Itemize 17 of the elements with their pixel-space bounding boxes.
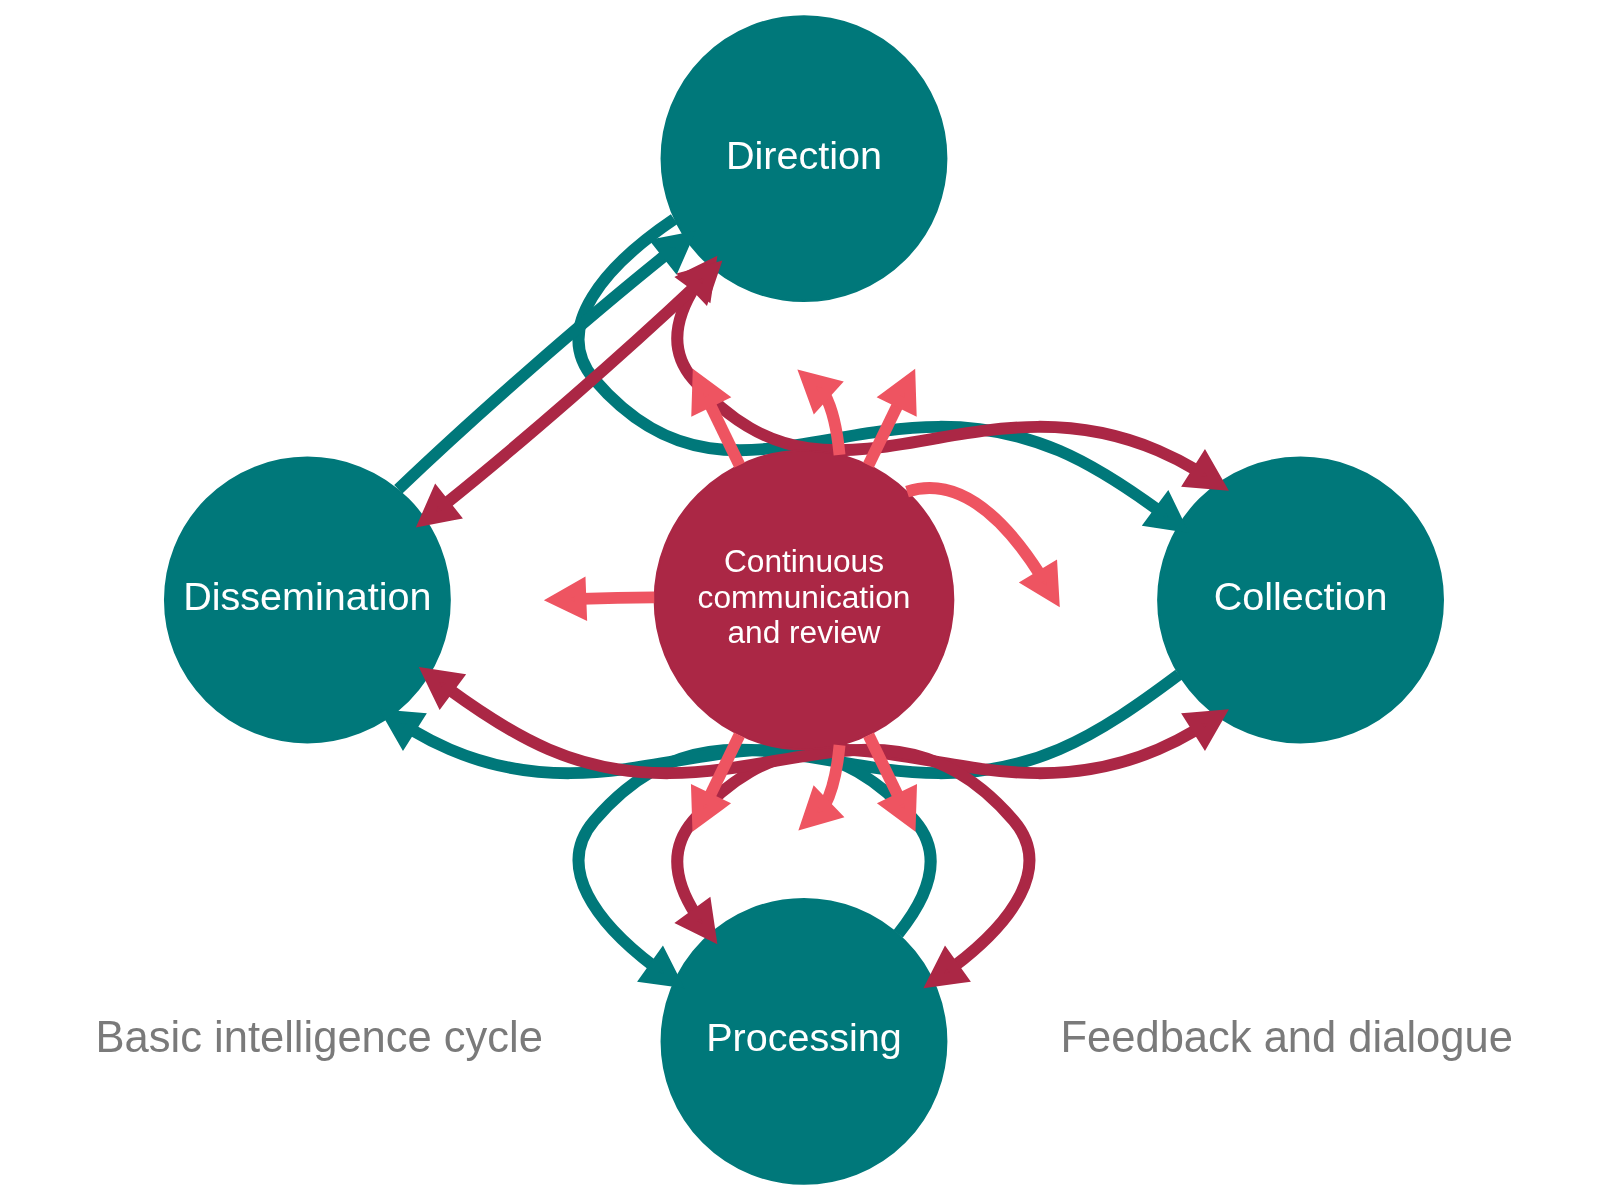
arrow bbox=[797, 744, 845, 831]
arrow bbox=[543, 576, 654, 621]
arrow bbox=[418, 666, 1035, 989]
arrow bbox=[572, 669, 1182, 989]
arrow bbox=[670, 709, 1229, 945]
arrow bbox=[905, 482, 1060, 608]
arrow bbox=[796, 369, 845, 456]
arrow bbox=[862, 368, 917, 468]
node-circle: Collection bbox=[1156, 456, 1444, 744]
legend-label: Basic intelligence cycle bbox=[95, 1013, 543, 1062]
legend-label: Feedback and dialogue bbox=[1059, 1013, 1513, 1062]
arrow bbox=[415, 260, 722, 528]
node-circle: Continuous communication and review bbox=[653, 449, 954, 751]
arrow bbox=[690, 732, 745, 832]
node-circle: Dissemination bbox=[163, 456, 451, 744]
arrow bbox=[690, 368, 745, 468]
arrow bbox=[862, 732, 917, 832]
